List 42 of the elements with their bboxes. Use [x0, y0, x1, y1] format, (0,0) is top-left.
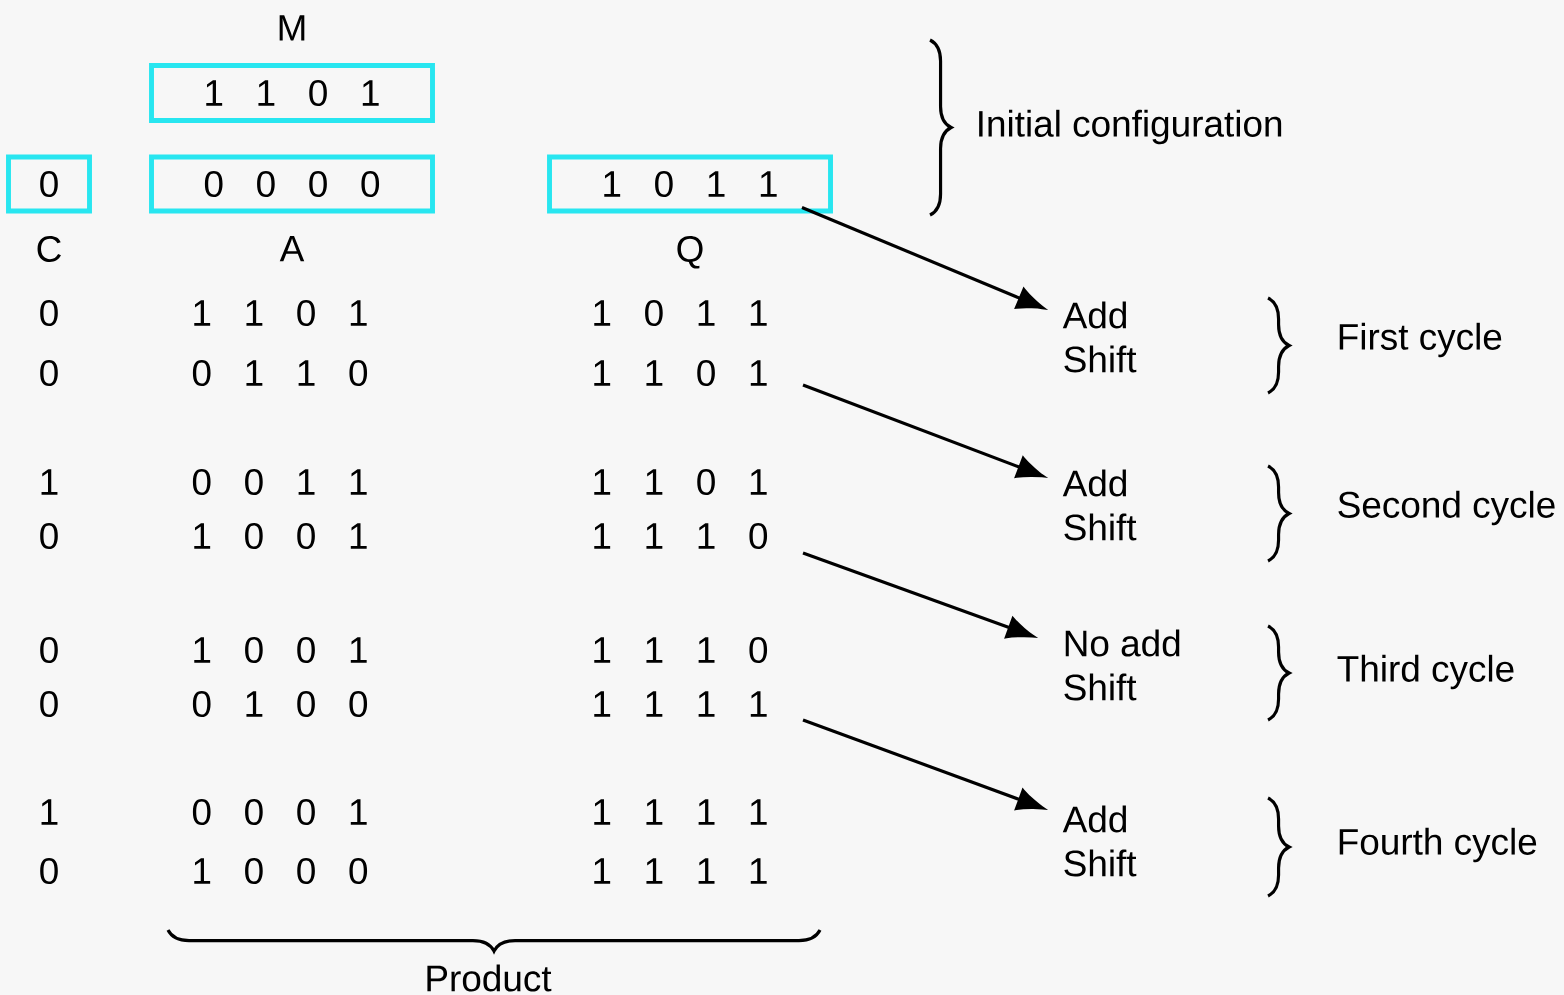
register-value: 0 0 0 1	[192, 798, 367, 826]
register-value: 1 0 1 1	[594, 299, 767, 327]
register-value: 1 1 1 0	[594, 522, 768, 550]
register-box: 1 0 1 1	[547, 154, 833, 214]
register-value: 0 1 0 0	[192, 690, 368, 718]
operation-text: Add Shift	[1062, 805, 1137, 877]
register-value: 1 1 1 0	[594, 636, 768, 664]
register-name: Q	[677, 235, 703, 269]
operation-text: Add Shift	[1062, 469, 1137, 541]
register-box: 0	[6, 154, 92, 214]
register-value: 0	[40, 690, 58, 718]
register-value: 1 1 0 1	[594, 359, 767, 387]
register-value: 1 1 0 1	[194, 299, 367, 327]
cycle-label: Third cycle	[1337, 654, 1514, 690]
register-value: 0	[40, 857, 58, 885]
register-box: 0 0 0 0	[149, 154, 435, 214]
register-name: C	[37, 235, 61, 263]
operation-text: No add Shift	[1064, 629, 1180, 701]
brace-label: Product	[427, 964, 552, 992]
cycle-label: First cycle	[1339, 322, 1502, 358]
cycle-label: Fourth cycle	[1339, 827, 1537, 863]
register-box: 1 1 0 1	[149, 63, 435, 123]
register-value: 1 0 0 1	[194, 636, 367, 664]
register-value: 0 1 1 0	[192, 359, 368, 387]
register-value: 0 0 1 1	[192, 468, 367, 496]
operation-text: Add Shift	[1062, 301, 1137, 373]
register-value: 1 0 0 0	[194, 857, 368, 885]
register-value: 1 1 1 1	[594, 799, 767, 825]
register-value: 0	[40, 636, 58, 664]
register-value: 1	[41, 799, 58, 825]
register-value: 1 1 1 1	[594, 691, 767, 717]
register-value: 0	[40, 522, 58, 550]
register-value: 1	[41, 469, 58, 495]
cycle-label: Second cycle	[1338, 490, 1555, 526]
register-value: 0	[40, 359, 58, 387]
cycle-label: Initial configuration	[979, 109, 1282, 145]
register-value: 1 1 1 1	[594, 858, 767, 884]
register-name: A	[279, 235, 305, 262]
register-value: 1 1 0 1	[594, 468, 767, 496]
register-value: 1 0 0 1	[194, 522, 367, 550]
register-name: M	[279, 15, 305, 41]
register-value: 0	[40, 299, 58, 327]
